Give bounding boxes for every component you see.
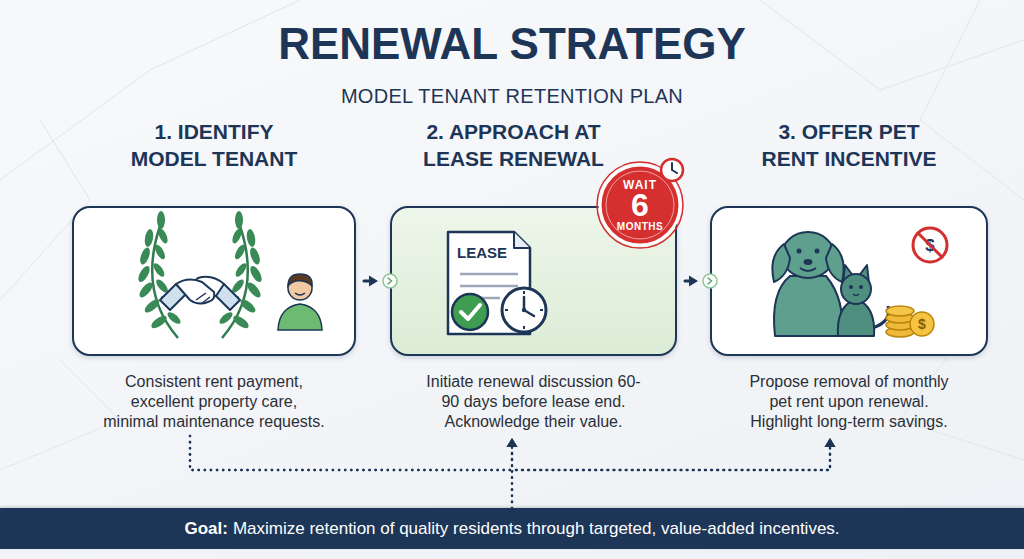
step-heading: 1. IDENTIFY MODEL TENANT <box>116 118 312 172</box>
background-pattern <box>760 0 1024 90</box>
step-card <box>72 206 356 356</box>
dotted-link <box>512 438 836 508</box>
step-heading: 2. APPROACH AT LEASE RENEWAL <box>416 118 612 172</box>
goal-label: Goal: <box>184 519 227 539</box>
alarm-clock-icon <box>672 163 677 173</box>
arrow-shaft <box>685 280 689 283</box>
badge-disc <box>600 165 680 245</box>
arrow-shaft <box>364 280 369 283</box>
arrow-head <box>825 438 836 447</box>
arrow-head <box>507 438 518 447</box>
step-description: Propose removal of monthly pet rent upon… <box>743 372 955 432</box>
background-pattern <box>0 360 120 470</box>
dotted-link <box>190 436 518 470</box>
badge-number: 6 <box>600 188 680 222</box>
arrow-head <box>825 438 836 447</box>
diagram-title: RENEWAL STRATEGY <box>0 19 1024 69</box>
background-pattern <box>0 0 1024 470</box>
arrow-head <box>689 276 698 287</box>
dotted-line <box>190 436 830 470</box>
arrow-head <box>507 438 518 447</box>
step-node: 3. OFFER PET RENT INCENTIVE Propose remov… <box>710 118 988 436</box>
diagram-subtitle: MODEL TENANT RETENTION PLAN <box>0 84 1024 108</box>
wait-badge: WAIT6MONTHS <box>600 165 680 245</box>
goal-text: Maximize retention of quality residents … <box>233 519 840 539</box>
arrow-head <box>369 276 378 287</box>
dotted-line <box>190 436 512 470</box>
step-node: 1. IDENTIFY MODEL TENANT Consistent rent … <box>72 118 356 436</box>
dotted-link <box>507 438 518 508</box>
step-description: Initiate renewal discussion 60-90 days b… <box>424 372 644 432</box>
goal-band: Goal: Maximize retention of quality resid… <box>0 508 1024 549</box>
dotted-line <box>511 447 514 508</box>
dotted-line <box>512 447 830 508</box>
badge-outer-ring <box>597 162 683 248</box>
step-card <box>710 206 988 356</box>
step-heading: 3. OFFER PET RENT INCENTIVE <box>751 118 947 172</box>
badge-word: MONTHS <box>600 221 680 233</box>
dotted-link <box>190 436 836 470</box>
step-description: Consistent rent payment, excellent prope… <box>102 372 326 432</box>
